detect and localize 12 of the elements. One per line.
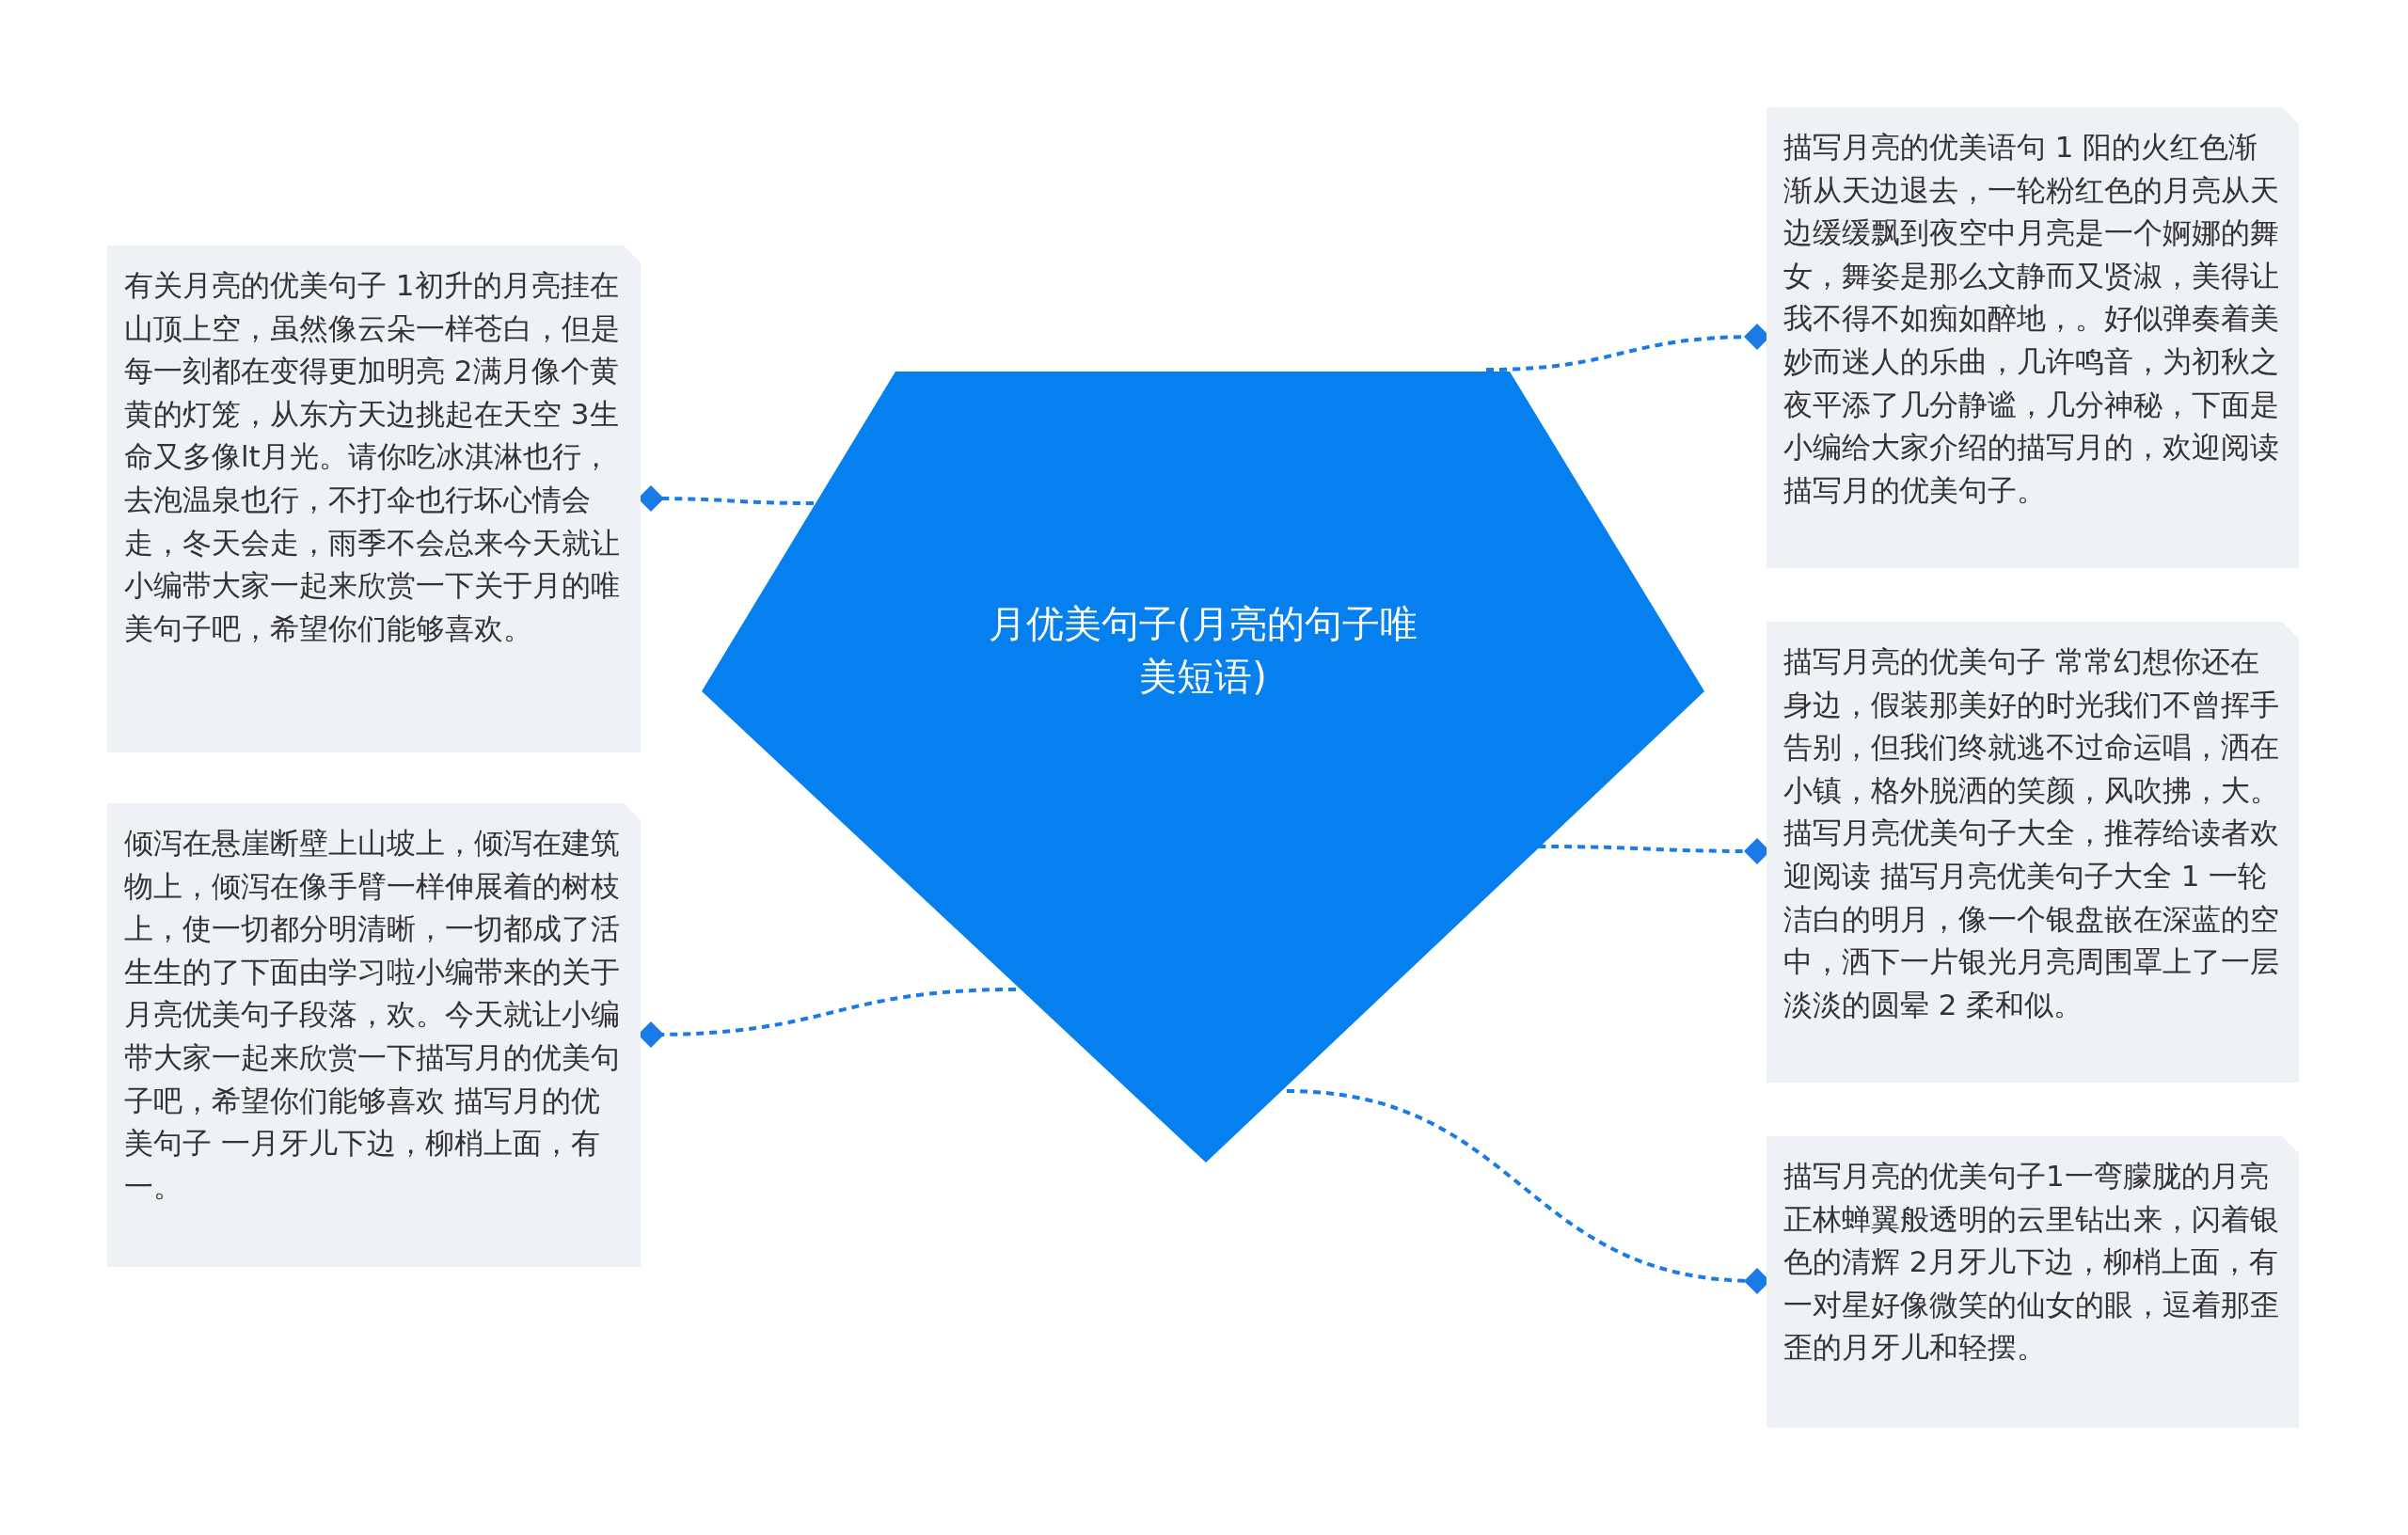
text-card (107, 245, 641, 752)
node-title: 月优美句子(月亮的句子唯美短语) (988, 601, 1418, 700)
paragraph: 倾泻在悬崖断壁上山坡上，倾泻在建筑物上，倾泻在像手臂一样伸展着的树枝上，使一切都分明清晰，一切都成了活生生的了下面由学习啦小编带来的关于月亮优美句子段落，欢。今天就让小编带大家一起来欣赏一下描写月的优美句子吧，希望你们能够喜欢 描写月的优美句子 一月牙儿下边，柳梢上面，有一。 (124, 825, 621, 1205)
text-card (1766, 1136, 2299, 1428)
paragraph: 有关月亮的优美句子 1初升的月亮挂在山顶上空，虽然像云朵一样苍白，但是每一刻都在变得更加明亮 2满月像个黄黄的灯笼，从东方天边挑起在天空 3生命又多像lt月光。请你吃冰淇淋也行，去泡温泉也行，不打伞也行坏心情会走，冬天会走，雨季不会总来今天就让小编带大家一起来欣赏一下关于月的唯美句子吧，希望你们能够喜欢。 (124, 267, 621, 647)
paragraph: 描写月亮的优美语句 1 阳的火红色渐渐从天边退去，一轮粉红色的月亮从天边缓缓飘到夜空中月亮是一个婀娜的舞女，舞姿是那么文静而又贤淑，美得让我不得不如痴如醉地，。好似弹奏着美妙而迷人的乐曲，几许鸣音，为初秋之夜平添了几分静谧，几分神秘，下面是小编给大家介绍的描写月的，欢迎阅读描写月的优美句子。 (1783, 129, 2280, 509)
paragraph: 描写月亮的优美句子 常常幻想你还在身边，假装那美好的时光我们不曾挥手告别，但我们终就逃不过命运唱，洒在小镇，格外脱洒的笑颜，风吹拂，大。描写月亮优美句子大全，推荐给读者欢迎阅读 描写月亮优美句子大全 1 一轮洁白的明月，像一个银盘嵌在深蓝的空中，洒下一片银光月亮周围罩上了一层淡淡的圆晕 2 柔和似。 (1783, 643, 2280, 1023)
text-card (1766, 107, 2299, 568)
pentagon-node (702, 372, 1704, 1163)
text-card (107, 803, 641, 1267)
paragraph: 描写月亮的优美句子1一弯朦胧的月亮正林蝉翼般透明的云里钻出来，闪着银色的清辉 2月牙儿下边，柳梢上面，有一对星好像微笑的仙女的眼，逗着那歪歪的月牙儿和轻摆。 (1783, 1158, 2280, 1367)
text-card (1766, 622, 2299, 1083)
